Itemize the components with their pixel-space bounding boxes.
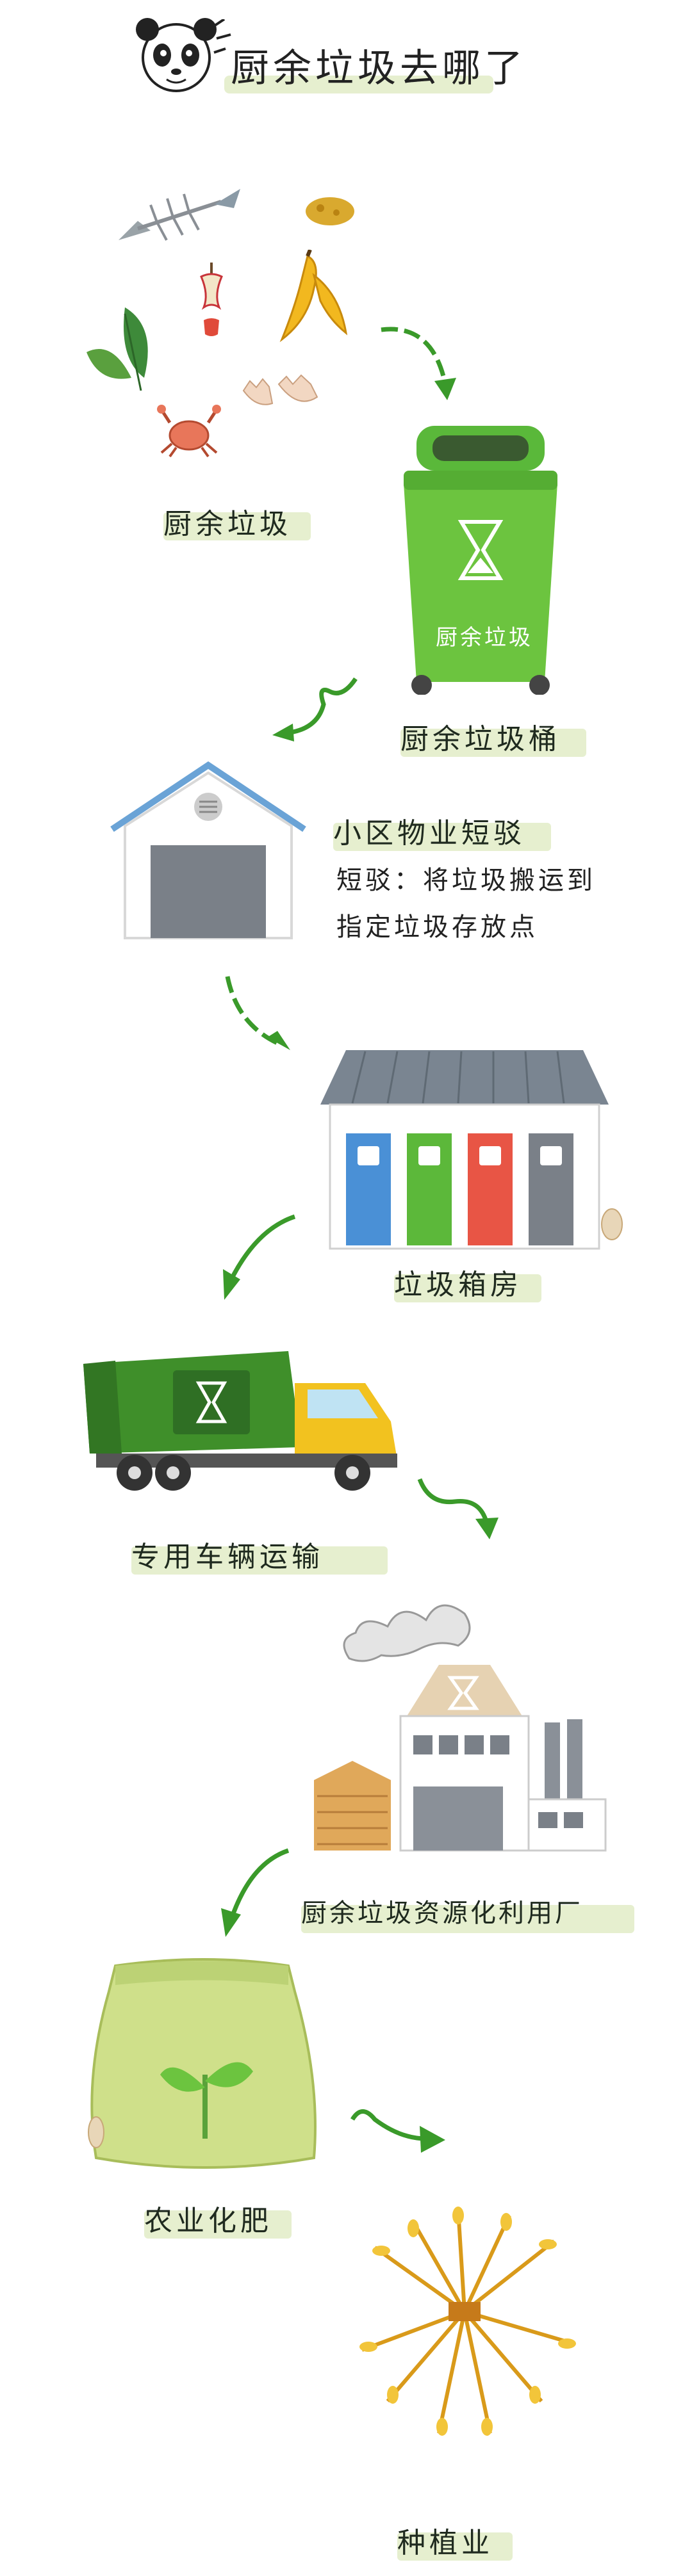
label-room: 垃圾箱房 (394, 1268, 522, 1301)
label-highlight (400, 729, 586, 757)
arrow-icon (223, 1214, 296, 1300)
arrow-icon (225, 976, 290, 1050)
label-bin: 厨余垃圾桶 (400, 723, 561, 756)
label-fertilizer: 农业化肥 (144, 2205, 272, 2237)
page-title: 厨余垃圾去哪了 (231, 46, 527, 91)
label-highlight (131, 1546, 388, 1575)
bin-label: 厨余垃圾 (436, 625, 533, 651)
panda-icon (136, 18, 217, 92)
wheat-icon (359, 2207, 576, 2436)
leaf-icon (86, 307, 148, 391)
label-highlight (301, 1905, 634, 1933)
label-factory: 厨余垃圾资源化利用厂 (301, 1899, 583, 1928)
apple-core-icon (200, 263, 223, 336)
factory-icon (314, 1604, 607, 1852)
arrow-icon (417, 1478, 498, 1539)
label-planting: 种植业 (397, 2527, 493, 2559)
bag-icon (601, 1208, 623, 1240)
label-highlight (163, 512, 311, 540)
title-highlight (224, 76, 493, 93)
sack-icon (90, 1958, 317, 2169)
food-crumbs-icon (306, 197, 354, 225)
sparkle-icon (213, 19, 231, 54)
label-highlight (144, 2210, 292, 2239)
eggshell-icon (242, 374, 318, 405)
arrow-icon (381, 327, 456, 400)
fish-bone-icon (119, 189, 240, 241)
garbage-room (320, 1050, 609, 1250)
banana-peel-icon (279, 250, 348, 343)
property-note-2: 指定垃圾存放点 (336, 912, 538, 942)
arrow-icon (350, 2109, 445, 2153)
crab-icon (157, 405, 221, 458)
label-kitchen-waste: 厨余垃圾 (163, 508, 292, 540)
arrow-icon (272, 677, 358, 741)
label-highlight (333, 823, 551, 851)
label-property: 小区物业短驳 (333, 817, 525, 850)
bag-icon (88, 2116, 104, 2148)
house-icon (110, 761, 306, 939)
label-truck: 专用车辆运输 (131, 1541, 324, 1573)
property-note-1: 短驳：将垃圾搬运到 (336, 866, 596, 895)
arrow-icon (221, 1848, 290, 1937)
label-highlight (397, 2532, 513, 2561)
truck-icon (83, 1351, 397, 1491)
recycle-hourglass-icon (457, 520, 504, 580)
kitchen-waste-bin (404, 426, 557, 695)
label-highlight (394, 1274, 541, 1302)
